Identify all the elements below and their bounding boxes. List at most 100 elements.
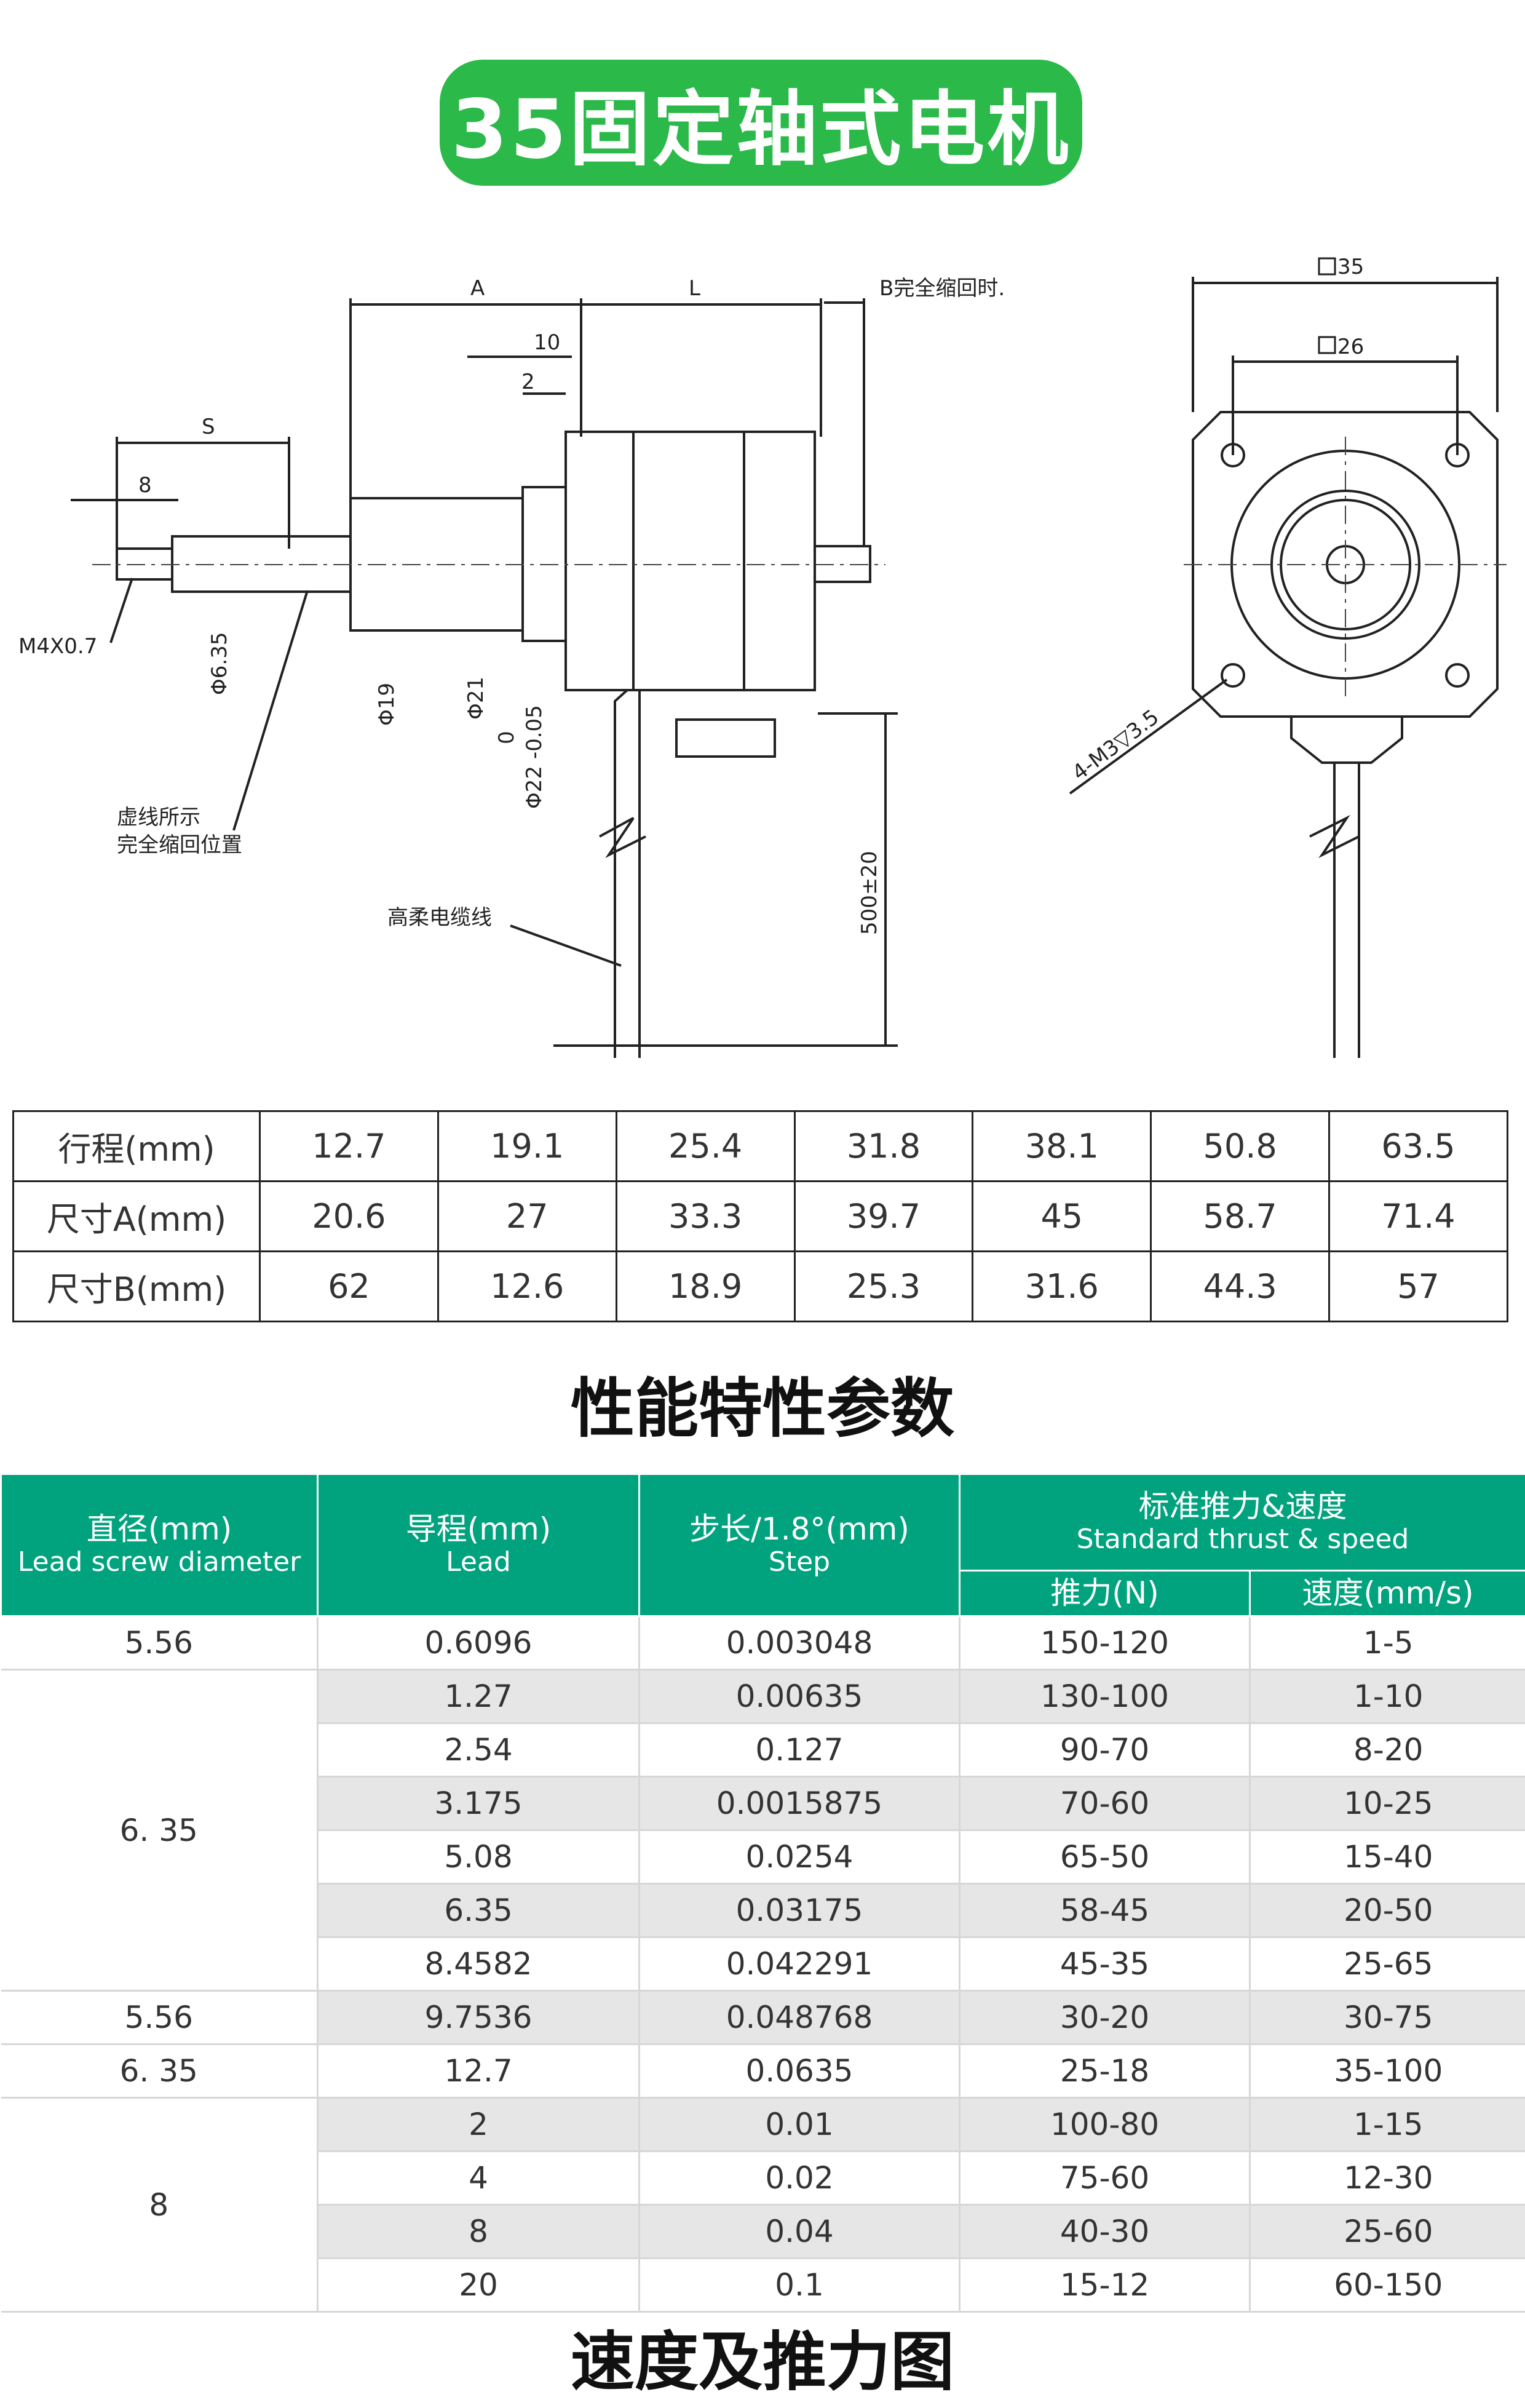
thrust-cell: 15-12 [960, 2259, 1250, 2312]
dimension-cell: 58.7 [1151, 1182, 1329, 1252]
speed-cell: 1-10 [1250, 1670, 1525, 1723]
lead-cell: 6.35 [318, 1884, 640, 1937]
lead-cell: 8 [318, 2205, 640, 2259]
dimension-row-header: 尺寸B(mm) [14, 1252, 260, 1322]
thrust-cell: 45-35 [960, 1937, 1250, 1991]
header-standard-cn: 标准推力&速度 [1139, 1488, 1347, 1524]
lead-cell: 1.27 [318, 1670, 640, 1723]
thrust-cell: 40-30 [960, 2205, 1250, 2259]
header-standard: 标准推力&速度 Standard thrust & speed [960, 1474, 1525, 1571]
tolerance-zero-label: 0 [494, 731, 519, 744]
lead-cell: 2.54 [318, 1723, 640, 1777]
thrust-cell: 100-80 [960, 2098, 1250, 2152]
step-cell: 0.00635 [640, 1670, 960, 1723]
lead-cell: 0.6096 [318, 1616, 640, 1670]
thrust-cell: 75-60 [960, 2152, 1250, 2205]
speed-cell: 35-100 [1250, 2044, 1525, 2098]
step-cell: 0.0015875 [640, 1777, 960, 1830]
step-cell: 0.01 [640, 2098, 960, 2152]
header-diameter-en: Lead screw diameter [2, 1547, 317, 1578]
dimension-cell: 63.5 [1329, 1111, 1508, 1182]
thread-label: M4X0.7 [18, 634, 97, 659]
dimension-cell: 62 [260, 1252, 438, 1322]
diameter-cell: 6. 35 [1, 1670, 318, 1991]
dim-10-label: 10 [534, 330, 560, 355]
cable-side [615, 690, 640, 1058]
dimension-cell: 25.3 [794, 1252, 973, 1322]
performance-table: 直径(mm) Lead screw diameter 导程(mm) Lead 步… [0, 1473, 1525, 2313]
diameter-cell: 6. 35 [1, 2044, 318, 2098]
lead-cell: 9.7536 [318, 1991, 640, 2044]
dia-19-label: Φ19 [374, 683, 399, 726]
dia-22-label: Φ22 -0.05 [522, 705, 547, 809]
speed-cell: 8-20 [1250, 1723, 1525, 1777]
step-cell: 0.1 [640, 2259, 960, 2312]
dimension-cell: 20.6 [260, 1182, 438, 1252]
lead-cell: 12.7 [318, 2044, 640, 2098]
dimension-cell: 31.8 [794, 1111, 973, 1182]
speed-cell: 25-65 [1250, 1937, 1525, 1991]
speed-cell: 60-150 [1250, 2259, 1525, 2312]
cable-front [1334, 763, 1359, 1058]
dimension-cell: 44.3 [1151, 1252, 1329, 1322]
speed-cell: 15-40 [1250, 1830, 1525, 1884]
dimension-cell: 25.4 [616, 1111, 794, 1182]
dimension-cell: 19.1 [438, 1111, 616, 1182]
diameter-cell: 5.56 [1, 1616, 318, 1670]
speed-cell: 1-15 [1250, 2098, 1525, 2152]
dimension-cell: 50.8 [1151, 1111, 1329, 1182]
dimension-cell: 18.9 [616, 1252, 794, 1322]
square-26-label: 26 [1337, 335, 1364, 359]
lead-cell: 3.175 [318, 1777, 640, 1830]
performance-title: 性能特性参数 [0, 1356, 1525, 1449]
header-speed: 速度(mm/s) [1250, 1571, 1525, 1616]
lead-cell: 20 [318, 2259, 640, 2312]
motor-technical-drawing: A L B完全缩回时. 10 2 S 8 M4X0.7 虚线所示 完全缩回位置 … [0, 234, 1525, 1070]
speed-cell: 25-60 [1250, 2205, 1525, 2259]
dimension-cell: 71.4 [1329, 1182, 1508, 1252]
lead-cell: 4 [318, 2152, 640, 2205]
step-cell: 0.04 [640, 2205, 960, 2259]
header-step-en: Step [640, 1547, 959, 1578]
header-thrust: 推力(N) [960, 1571, 1250, 1616]
dimension-cell: 39.7 [794, 1182, 973, 1252]
step-cell: 0.03175 [640, 1884, 960, 1937]
thrust-cell: 58-45 [960, 1884, 1250, 1937]
thrust-cell: 150-120 [960, 1616, 1250, 1670]
header-standard-en: Standard thrust & speed [961, 1524, 1525, 1556]
lead-cell: 2 [318, 2098, 640, 2152]
cable-length-label: 500±20 [857, 851, 882, 935]
thrust-cell: 25-18 [960, 2044, 1250, 2098]
header-diameter: 直径(mm) Lead screw diameter [1, 1474, 318, 1616]
dim-b-note: B完全缩回时. [879, 276, 1005, 301]
diameter-cell: 5.56 [1, 1991, 318, 2044]
dashed-note-1: 虚线所示 [117, 805, 200, 830]
dim-l-label: L [689, 276, 700, 301]
header-step-cn: 步长/1.8°(mm) [689, 1511, 909, 1547]
dimension-cell: 57 [1329, 1252, 1508, 1322]
lead-cell: 5.08 [318, 1830, 640, 1884]
dimension-row-header: 行程(mm) [14, 1111, 260, 1182]
square-symbol-icon [1319, 337, 1335, 353]
thrust-cell: 30-20 [960, 1991, 1250, 2044]
dimension-cell: 12.7 [260, 1111, 438, 1182]
dia-21-label: Φ21 [464, 677, 488, 720]
square-35-label: 35 [1337, 255, 1364, 279]
mount-holes-label: 4-M3▽3.5 [1068, 705, 1163, 785]
dim-s-label: S [202, 415, 215, 439]
dimension-cell: 12.6 [438, 1252, 616, 1322]
speed-cell: 12-30 [1250, 2152, 1525, 2205]
header-diameter-cn: 直径(mm) [87, 1511, 232, 1547]
speed-cell: 30-75 [1250, 1991, 1525, 2044]
step-cell: 0.127 [640, 1723, 960, 1777]
dimension-cell: 27 [438, 1182, 616, 1252]
step-cell: 0.048768 [640, 1991, 960, 2044]
step-cell: 0.0254 [640, 1830, 960, 1884]
